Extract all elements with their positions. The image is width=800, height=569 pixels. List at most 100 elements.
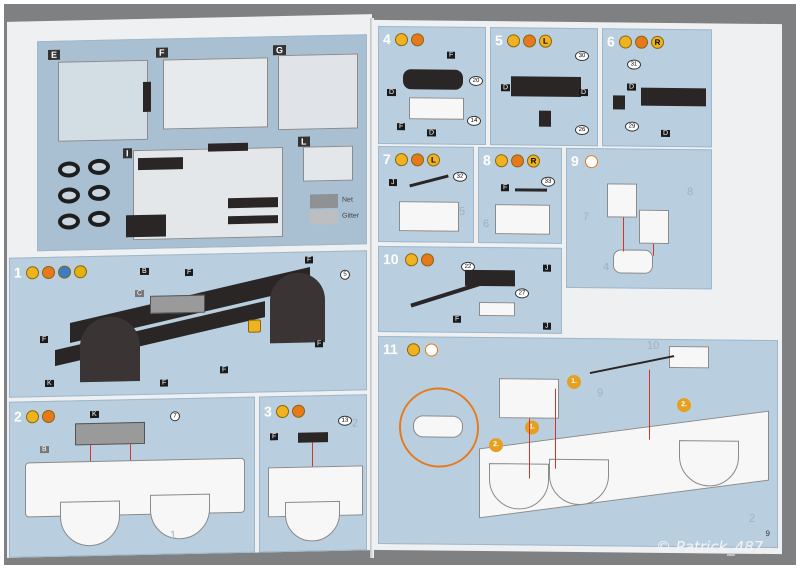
step-number: 4: [383, 30, 391, 48]
suspension-outline: [399, 201, 459, 232]
side-badge: R: [651, 35, 664, 49]
cement-icon: [511, 154, 524, 168]
paint-icon: [74, 265, 87, 279]
step-number: 2: [14, 408, 22, 425]
part-number: 29: [625, 121, 639, 132]
step-number: 11: [383, 340, 398, 358]
part-tag: F: [453, 315, 462, 323]
ghost-number: 6: [483, 218, 490, 231]
step-number: 1: [14, 264, 22, 281]
part-number: 20: [469, 75, 483, 87]
callout-badge: 2.: [489, 438, 503, 453]
suspension-outline: [495, 204, 550, 235]
step-number: 6: [607, 33, 615, 50]
tyre-icon: [88, 210, 110, 228]
part-number: 32: [453, 171, 467, 182]
cement-icon: [42, 265, 55, 280]
glue-icon: [276, 404, 289, 419]
glue-icon: [395, 33, 408, 47]
part-tag: K: [45, 379, 54, 388]
sprue-i-dark-panel: [228, 197, 278, 209]
callout-badge: 2.: [677, 398, 691, 413]
part-tag: F: [160, 379, 169, 387]
sprue-f-frame: [163, 57, 268, 130]
fuel-tank: [75, 421, 145, 446]
step-1-panel: 1 B C F F F F F F K 5: [9, 250, 367, 398]
part-tag: F: [220, 366, 229, 374]
part-number: 31: [627, 59, 641, 70]
glue-icon: [495, 154, 508, 168]
step-number: 10: [383, 250, 399, 268]
axle-part: [403, 69, 463, 90]
step-8-panel: 8 R F 33 6: [478, 146, 562, 244]
sprue-i-dark-panel: [208, 142, 248, 152]
legend-label-gitter: Gitter: [342, 212, 360, 220]
instruction-page-left: E F G I L Net Gitter 1: [7, 14, 372, 558]
part-tag: F: [185, 268, 194, 277]
step-number: 8: [483, 152, 491, 169]
part-tag: B: [40, 445, 49, 454]
part-number: 5: [340, 269, 350, 280]
callout-badge: 1.: [567, 374, 581, 390]
part-tag: D: [661, 129, 671, 137]
cement-icon: [635, 35, 648, 49]
step-9-panel: 9 8 7 4: [566, 147, 712, 290]
paint-marker: [248, 319, 261, 333]
tyre-icon: [58, 213, 80, 230]
glue-icon: [26, 266, 39, 280]
glue-icon: [405, 253, 418, 267]
cement-icon: [411, 33, 424, 47]
step-number: 7: [383, 150, 391, 168]
chassis-outline: [25, 457, 245, 518]
cement-icon: [523, 34, 536, 48]
step-6-panel: 6 R D D 31 29: [602, 28, 712, 148]
ghost-number: 5: [459, 205, 466, 218]
part-number: 30: [575, 50, 589, 62]
ghost-number: 2: [352, 417, 359, 430]
guide-line: [653, 243, 654, 256]
part-tag: D: [579, 89, 589, 97]
drive-shaft: [589, 355, 675, 375]
sprue-label-e: E: [48, 49, 61, 60]
part-tag: F: [397, 123, 406, 131]
part-tag: F: [447, 51, 456, 59]
guide-line: [649, 369, 650, 440]
part-tag: D: [501, 84, 511, 92]
part-tag: F: [315, 340, 324, 348]
glue-icon: [395, 153, 408, 167]
glue-icon: [619, 35, 632, 49]
part-number: 26: [575, 124, 589, 136]
step-10-panel: 10 22 27 J J F: [378, 245, 562, 334]
ghost-number: 9: [597, 387, 604, 400]
steering-rod: [515, 188, 547, 192]
step-3-part: [298, 432, 328, 443]
fender: [80, 316, 140, 383]
photo-watermark: © Patrick_487: [656, 538, 764, 556]
cement-icon: [292, 404, 305, 418]
part-tag: F: [501, 184, 510, 192]
gearbox-outline: [479, 301, 515, 317]
part-tag: C: [135, 289, 145, 298]
step-2-panel: 2 K B 7 1: [9, 396, 255, 558]
side-badge: R: [527, 154, 540, 168]
side-badge: L: [427, 153, 440, 167]
sprue-g-frame: [278, 53, 358, 131]
glue-icon: [407, 343, 420, 357]
sprue-e-frame: [58, 59, 148, 142]
part-number: 33: [541, 176, 555, 187]
glue-icon: [26, 410, 39, 424]
part-tag: F: [305, 256, 314, 264]
steering-rod: [409, 174, 449, 188]
step-3-panel: 3 F 13 2: [259, 394, 367, 553]
part-tag: J: [389, 179, 397, 187]
part-tag: J: [543, 322, 551, 330]
side-badge: L: [539, 34, 552, 48]
part-tag: F: [270, 433, 279, 441]
suspension-part: [539, 110, 551, 127]
suspension-outline: [639, 209, 669, 244]
suspension-outline: [607, 183, 637, 218]
sprue-i-dark-panel: [228, 215, 278, 225]
step-number: 9: [571, 152, 579, 170]
suspension-part: [613, 95, 625, 110]
axle-outline: [409, 97, 464, 120]
